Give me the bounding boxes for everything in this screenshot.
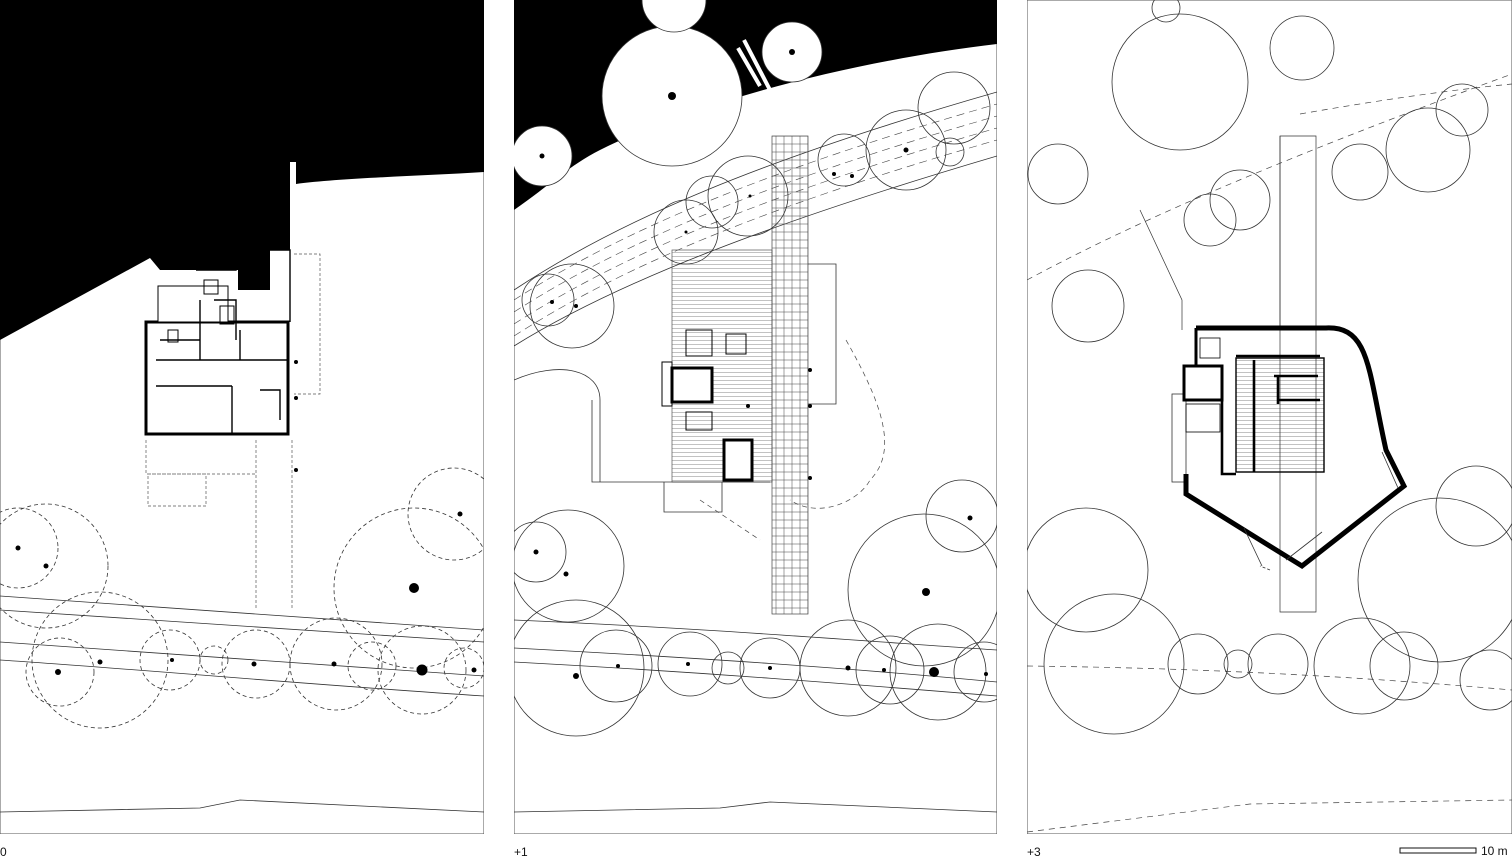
building-level-1 [661, 329, 754, 482]
walkway-grid [771, 135, 809, 615]
building-level-3 [1171, 325, 1408, 571]
road-line [514, 91, 997, 291]
terrace-outline [145, 440, 256, 507]
road-line [514, 661, 997, 697]
plan-level-3 [1027, 0, 1512, 834]
panel-label-ground: 0 [0, 845, 7, 859]
tree-canopies [0, 467, 484, 729]
tree-canopies [514, 71, 997, 737]
terrain-mass [0, 0, 484, 340]
ramp-hatched [671, 249, 773, 483]
tree-canopies [1027, 0, 1512, 735]
contour-line [699, 339, 885, 541]
site-boundary [0, 799, 484, 813]
road-hatching [514, 103, 997, 337]
panel-label-level-3: +3 [1027, 845, 1041, 859]
road-line [0, 609, 484, 643]
tree-trunks [533, 49, 988, 679]
scale-bar: 10 m [1399, 844, 1508, 858]
building-ground [144, 249, 291, 436]
tree-trunks [15, 360, 477, 676]
driveway [255, 440, 293, 608]
terrace-outline [663, 482, 723, 513]
plan-level-1 [514, 0, 997, 834]
lawn-edge [514, 369, 601, 482]
terrace-outline [294, 253, 321, 395]
panel-label-level-1: +1 [514, 845, 528, 859]
road-line [0, 641, 484, 677]
scale-bar-label: 10 m [1481, 844, 1508, 858]
plan-ground-level [0, 0, 484, 834]
terrace-outline [591, 263, 837, 483]
site-boundary [514, 801, 997, 813]
road-line [514, 619, 997, 651]
path-edge [1139, 136, 1281, 330]
road-line [0, 659, 484, 697]
stair-lower [736, 39, 772, 91]
